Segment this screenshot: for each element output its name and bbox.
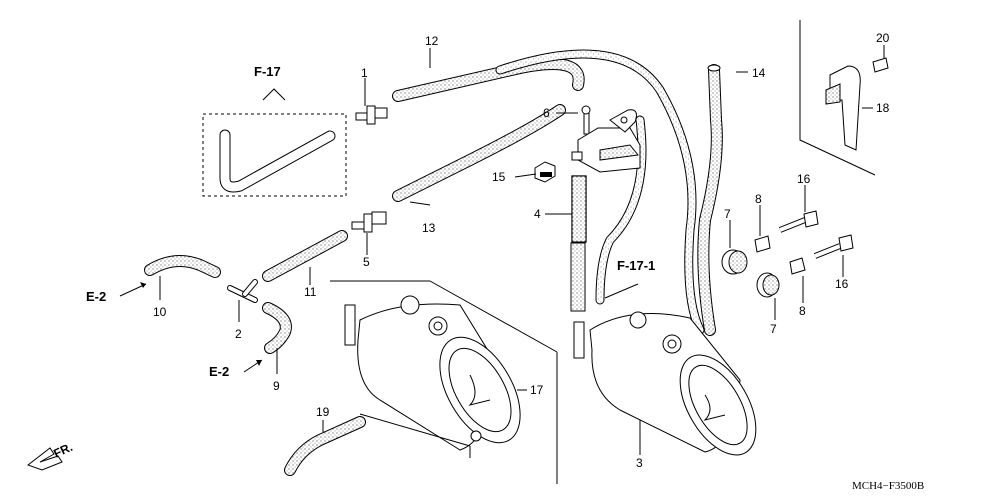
t-joint-2 — [227, 279, 258, 303]
fitting-1 — [355, 105, 388, 125]
part-labels: 12 1 6 15 4 5 13 11 10 2 9 14 18 20 7 8 … — [153, 31, 890, 470]
fitting-5 — [351, 211, 387, 233]
purge-valve-assembly — [571, 105, 641, 173]
bolt-15 — [534, 161, 556, 183]
label-19: 19 — [316, 405, 330, 419]
reference-labels: F-17-1 E-2 E-2 — [86, 258, 655, 379]
canister-3 — [573, 311, 757, 456]
e2-reference-label-lower: E-2 — [209, 364, 229, 379]
hose-19 — [284, 416, 366, 476]
f17-reference-label: F-17 — [254, 64, 281, 79]
label-2: 2 — [235, 327, 242, 341]
hose-12 — [392, 49, 705, 335]
label-15: 15 — [492, 170, 506, 184]
hose-4 — [570, 175, 587, 312]
label-3: 3 — [636, 456, 643, 470]
label-16-upper: 16 — [797, 172, 811, 186]
e2-lower-arrow-icon — [256, 360, 262, 366]
bracket-inset — [799, 20, 889, 176]
bolt-16-upper — [778, 210, 819, 233]
hose-13 — [392, 104, 647, 305]
grommet-7-upper — [721, 249, 748, 275]
label-7-upper: 7 — [724, 207, 731, 221]
hose-9 — [262, 302, 292, 354]
label-1: 1 — [361, 66, 368, 80]
label-6: 6 — [543, 106, 550, 120]
collar-8-upper — [754, 235, 771, 253]
hose-11 — [262, 230, 348, 282]
label-13: 13 — [422, 221, 436, 235]
label-11: 11 — [304, 285, 317, 299]
label-10: 10 — [153, 305, 167, 319]
f17-dashed-box — [202, 113, 347, 197]
e2-upper-arrow-icon — [140, 282, 146, 288]
fr-label: FR. — [51, 440, 74, 461]
label-5: 5 — [363, 255, 370, 269]
collar-8-lower — [789, 257, 806, 275]
drawing-code: MCH4−F3500B — [852, 480, 924, 492]
front-direction-indicator: FR. — [26, 440, 75, 471]
f17-up-arrow-icon — [262, 88, 286, 101]
label-8-lower: 8 — [799, 304, 806, 318]
label-17: 17 — [530, 383, 544, 397]
label-12: 12 — [425, 34, 439, 48]
f17-reference-group: F-17 — [202, 64, 347, 197]
f17-1-reference-label: F-17-1 — [617, 258, 655, 273]
label-16-lower: 16 — [835, 277, 849, 291]
label-14: 14 — [752, 66, 766, 80]
label-7-lower: 7 — [770, 322, 777, 336]
hose-10 — [144, 255, 221, 278]
label-8-upper: 8 — [755, 192, 762, 206]
label-9: 9 — [273, 379, 280, 393]
label-20: 20 — [876, 31, 890, 45]
e2-reference-label-upper: E-2 — [86, 289, 106, 304]
label-4: 4 — [534, 207, 541, 221]
canister-17 — [330, 280, 558, 484]
front-arrow-icon — [26, 447, 63, 471]
grommet-7-lower — [756, 272, 780, 298]
label-18: 18 — [876, 101, 890, 115]
hose-14 — [697, 64, 723, 336]
bolt-16-lower — [813, 234, 854, 259]
